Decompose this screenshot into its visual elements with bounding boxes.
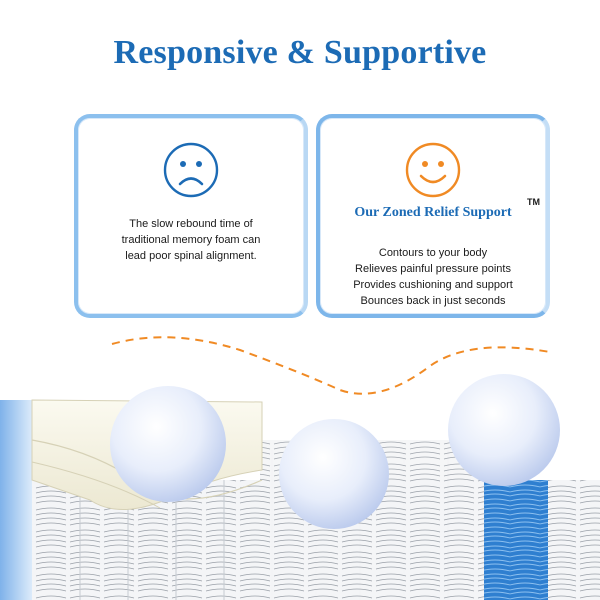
benefit-line: Contours to your body: [378, 247, 488, 259]
sad-face-icon: [163, 142, 219, 198]
happy-face-icon: [405, 142, 461, 198]
trademark-symbol: TM: [527, 197, 540, 207]
traditional-foam-card: The slow rebound time of traditional mem…: [74, 114, 308, 318]
pressure-sphere-left: [110, 386, 226, 502]
dashed-wave-line: [111, 336, 551, 395]
benefit-line: Bounces back in just seconds: [360, 295, 506, 307]
pressure-sphere-right: [448, 374, 560, 486]
zoned-blue-coils: [484, 480, 548, 600]
traditional-foam-description: The slow rebound time of traditional mem…: [121, 218, 261, 262]
zoned-relief-benefits: Contours to your body Relieves painful p…: [320, 245, 546, 309]
zoned-relief-heading: Our Zoned Relief Support: [354, 205, 512, 220]
pressure-sphere-middle: [279, 419, 389, 529]
benefit-line: Provides cushioning and support: [353, 279, 513, 291]
page-title: Responsive & Supportive: [113, 34, 487, 71]
benefit-line: Relieves painful pressure points: [355, 263, 511, 275]
mattress-illustration: [0, 336, 600, 600]
left-blue-edge: [0, 400, 32, 600]
zoned-relief-card: TM Our Zoned Relief Support Contours to …: [316, 114, 550, 318]
